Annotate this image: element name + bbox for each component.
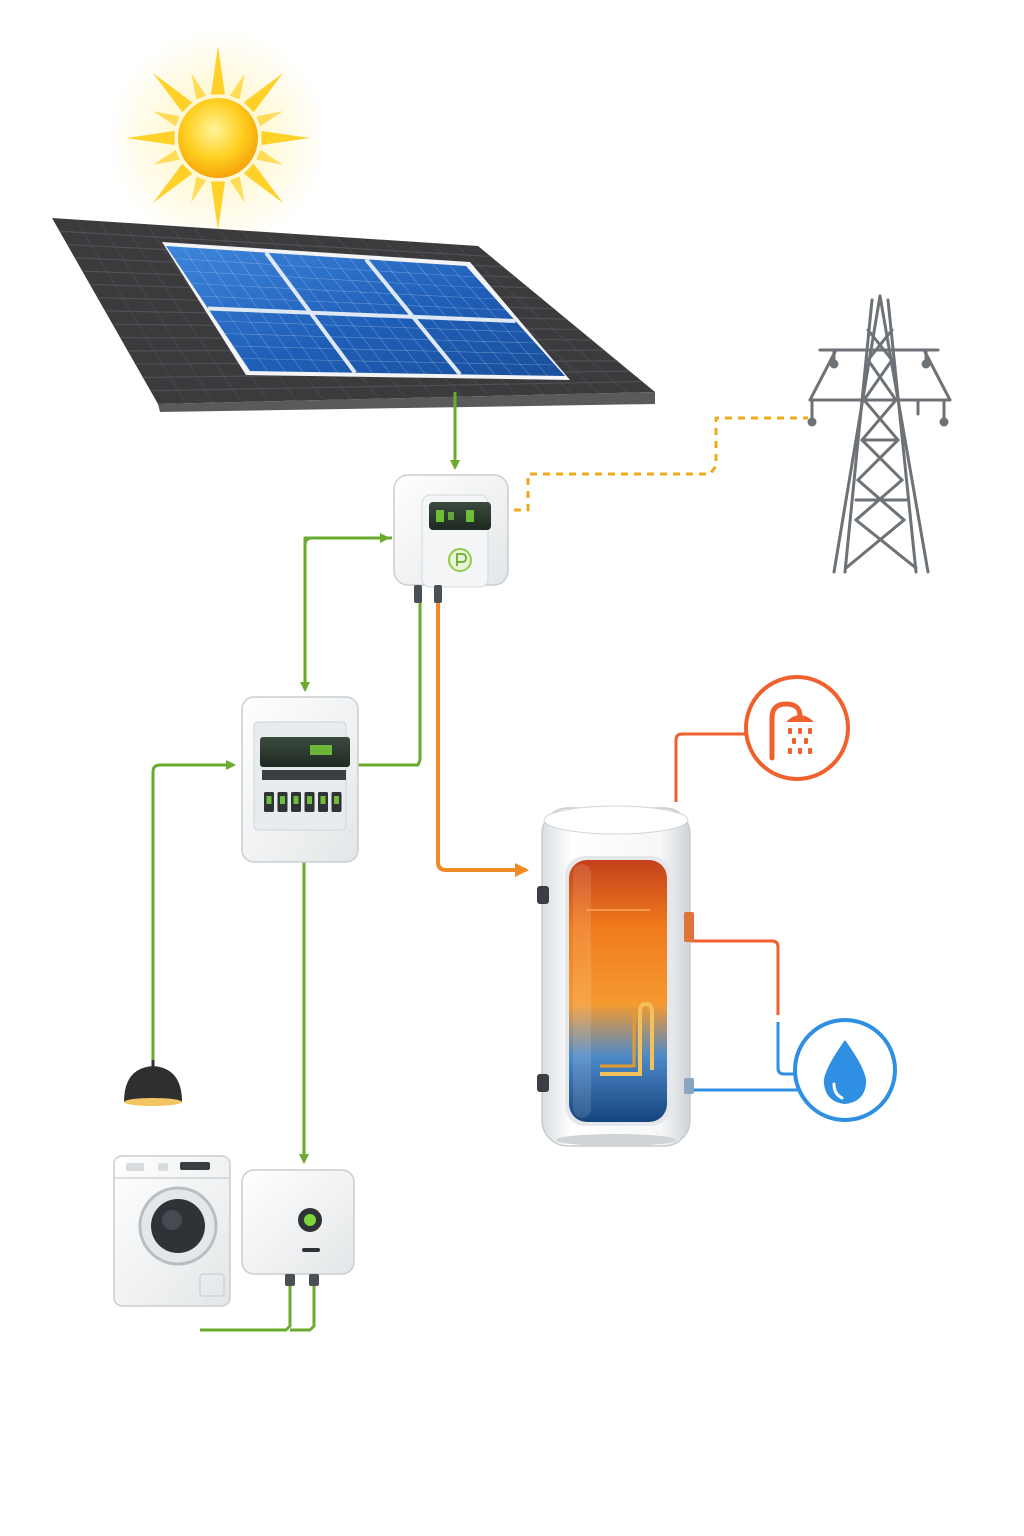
edge-heater-hot-side	[690, 939, 780, 1015]
edge-board-cable-up	[358, 598, 422, 767]
breaker-panel-icon[interactable]	[241, 696, 359, 863]
edge-controller-to-grid	[514, 416, 808, 512]
smart-plug-icon[interactable]	[241, 1169, 355, 1286]
edge-heater-to-shower	[674, 732, 745, 802]
edge-board-to-controller	[303, 533, 390, 640]
solar-panel-icon	[52, 218, 655, 412]
transmission-tower-icon	[807, 294, 952, 574]
edge-lamp-to-board	[151, 760, 236, 1062]
edge-plug-cables	[200, 1282, 316, 1332]
sun-icon	[108, 28, 328, 248]
controller-icon[interactable]	[393, 474, 509, 603]
shower-icon[interactable]	[744, 675, 850, 781]
washing-machine-icon[interactable]	[113, 1155, 231, 1307]
connection-lines	[151, 392, 808, 1332]
water-tank-icon[interactable]	[537, 805, 694, 1147]
edge-cold-water-in	[776, 1022, 796, 1076]
edge-controller-to-heater	[436, 602, 529, 877]
lamp-icon	[124, 1060, 182, 1106]
water-drop-icon[interactable]	[793, 1018, 897, 1122]
edge-controller-to-board	[300, 536, 392, 692]
